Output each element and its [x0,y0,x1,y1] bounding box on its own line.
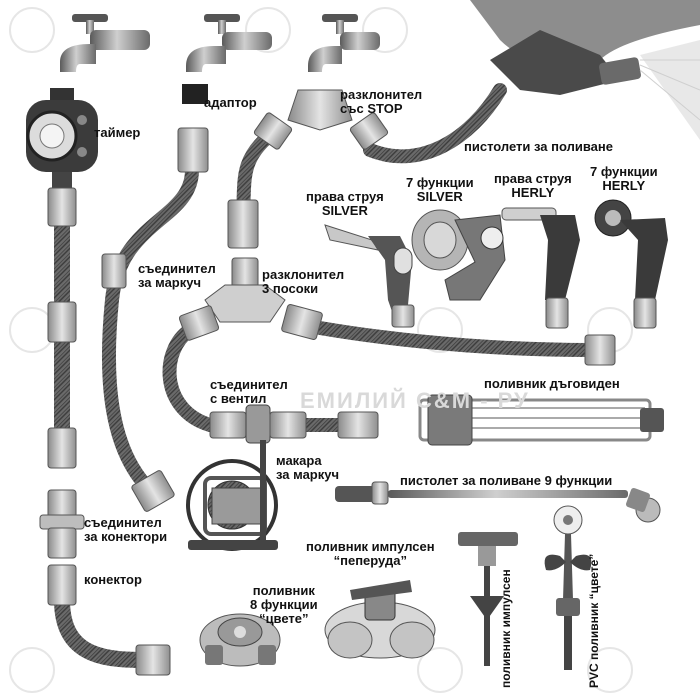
label-splitter-stop: разклонител със STOP [340,88,422,116]
gun-7-silver [411,209,506,301]
label-seven-silver: 7 функции SILVER [406,176,474,204]
label-seven-herly-line2: HERLY [602,178,646,193]
faucet-icon [60,14,150,72]
hose-reel-icon [186,440,278,551]
label-pvc-flower-line1: PVC поливник [587,602,601,688]
spray-gun-icon [324,199,668,329]
label-timer: таймер [94,125,141,140]
label-valve-connector: съединител с вентил [210,378,288,406]
gun-straight-silver [324,224,415,328]
flower-sprinkler-icon [199,613,281,667]
label-straight-silver-line1: права струя [306,189,384,204]
label-valve-connector-line1: съединител [210,377,288,392]
label-flower-sprinkler-line1: поливник [252,583,315,598]
label-connector-coupler: съединител за конектори [84,516,167,544]
label-hose-reel: макара за маркуч [276,454,339,482]
label-hose-reel-line2: за маркуч [276,467,340,482]
label-hose-connector: съединител за маркуч [138,262,216,290]
label-impulse-sprinkler-line1: поливник [499,630,513,688]
gun-straight-herly [501,207,580,329]
gun-7-herly [594,199,668,329]
label-hose-connector-line2: за маркуч [138,275,202,290]
label-pvc-flower-line2: “цвете” [587,553,601,600]
label-straight-silver: права струя SILVER [306,190,384,218]
adapter-faucet-icon [186,14,272,72]
coupler-icon [39,489,85,559]
label-straight-silver-line2: SILVER [321,203,368,218]
spray-lance-icon [335,481,661,523]
label-impulse-butterfly-line1: поливник импулсен [306,539,435,554]
oscillating-sprinkler-icon [418,394,664,446]
label-straight-herly-line1: права струя [494,171,572,186]
label-impulse-sprinkler: поливник импулсен [499,569,513,688]
label-seven-herly-line1: 7 функции [590,164,658,179]
label-impulse-butterfly-line2: “пеперуда” [333,553,407,568]
label-connector-coupler-line2: за конектори [84,529,168,544]
left-connectors [47,187,77,469]
timer-icon [26,88,98,190]
label-valve-connector-line2: с вентил [210,391,267,406]
hose-to-gun [363,83,507,164]
label-seven-herly: 7 функции HERLY [590,165,658,193]
hose-3way-left [162,323,217,432]
label-seven-silver-line1: 7 функции [406,175,474,190]
label-connector-coupler-line1: съединител [84,515,162,530]
label-adapter: адаптор [204,95,257,110]
label-gun-9: пистолет за поливане 9 функции [400,473,613,488]
pvc-flower-icon [544,505,592,670]
label-hose-reel-line1: макара [276,453,322,468]
label-impulse-sprinkler-line2: импулсен [499,569,513,628]
t-splitter-icon [178,257,616,366]
y-splitter-icon [227,14,389,249]
label-splitter-stop-line1: разклонител [340,87,423,102]
hose-3way-right [313,321,597,357]
label-hose-connector-line1: съединител [138,261,216,276]
hose-adapter [101,163,199,497]
label-splitter-3-line2: 3 посоки [262,281,319,296]
label-splitter-3-line1: разклонител [262,267,345,282]
label-flower-sprinkler-line3: “цвете” [259,611,309,626]
label-connector: конектор [84,572,142,587]
label-splitter-3: разклонител 3 посоки [262,268,344,296]
label-straight-herly: права струя HERLY [494,172,572,200]
label-spray-guns: пистолети за поливане [464,139,613,154]
impulse-sprinkler-icon [458,532,518,666]
impulse-butterfly-icon [324,580,436,659]
label-oscillating-sprinkler: поливник дъговиден [484,376,620,391]
adapter-icon [101,84,209,512]
hand-spray-gun-icon [470,0,700,140]
label-pvc-flower: PVC поливник “цвете” [587,553,601,688]
label-flower-sprinkler: поливник 8 функции “цвете” [250,584,318,626]
label-straight-herly-line2: HERLY [511,185,555,200]
end-connector [47,564,171,676]
label-flower-sprinkler-line2: 8 функции [250,597,318,612]
label-impulse-butterfly: поливник импулсен “пеперуда” [306,540,435,568]
label-splitter-stop-line2: със STOP [340,101,403,116]
watermark-text: ЕМИЛИЙ С&М - РУ [300,388,530,413]
valve-connector-icon [209,404,379,444]
label-seven-silver-line2: SILVER [416,189,463,204]
